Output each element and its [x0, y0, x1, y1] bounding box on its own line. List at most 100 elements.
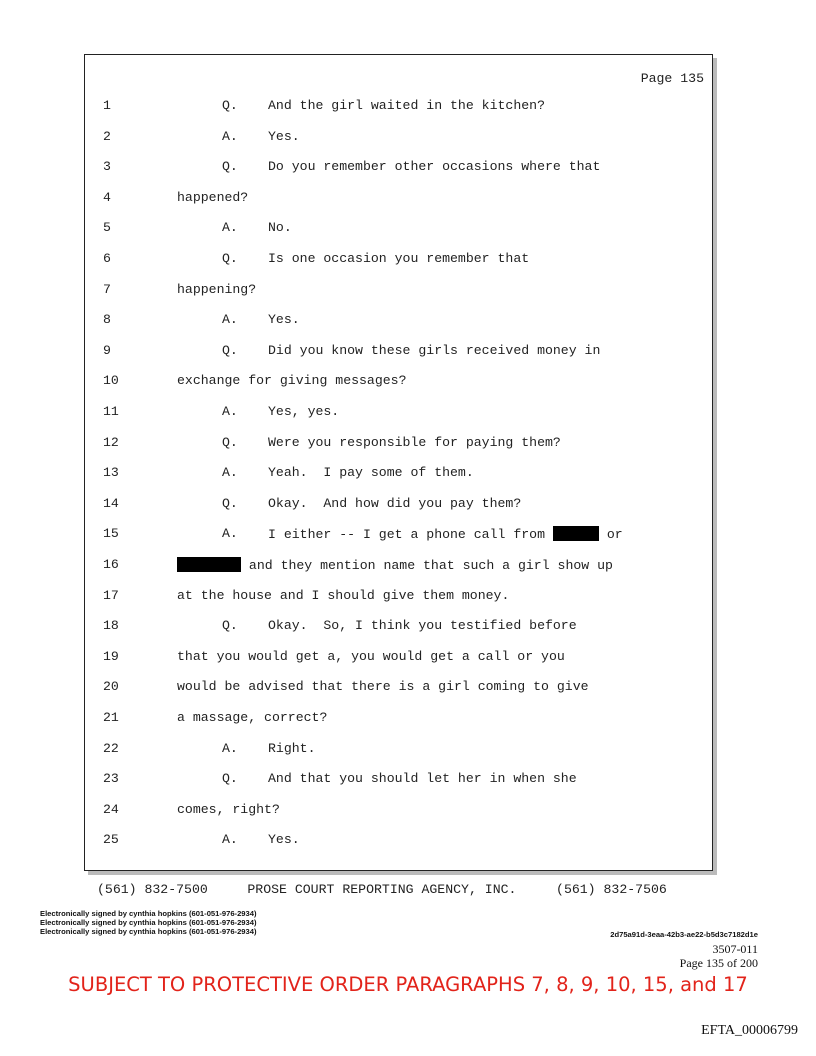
- transcript-line: 3 Q. Do you remember other occasions where…: [85, 159, 705, 179]
- doc-ref: 3507-011: [712, 942, 758, 956]
- line-text: happened?: [177, 190, 248, 205]
- line-text: Okay. And how did you pay them?: [268, 496, 521, 511]
- line-text: happening?: [177, 282, 256, 297]
- line-text: a massage, correct?: [177, 710, 327, 725]
- transcript-line: 18 Q. Okay. So, I think you testified befo…: [85, 618, 705, 638]
- line-text: Okay. So, I think you testified before: [268, 618, 577, 633]
- speaker-label: A.: [222, 832, 238, 848]
- speaker-label: Q.: [222, 98, 238, 113]
- text-segment: would be advised that there is a girl co…: [177, 679, 589, 695]
- line-number: 22: [103, 740, 119, 756]
- line-text: at the house and I should give them mone…: [177, 588, 509, 603]
- text-segment: Yes.: [268, 832, 300, 848]
- reporter-footer: (561) 832-7500 PROSE COURT REPORTING AGE…: [97, 882, 667, 897]
- transcript-line: 10 exchange for giving messages?: [85, 373, 705, 393]
- speaker-label: Q.: [222, 434, 238, 450]
- speaker-label: A.: [222, 526, 238, 542]
- transcript-line: 22 A. Right.: [85, 741, 705, 761]
- text-segment: a massage, correct?: [177, 710, 328, 725]
- line-number: 8: [103, 312, 111, 328]
- text-segment: And that you should let her in when she: [268, 771, 577, 787]
- line-number: 4: [103, 189, 111, 205]
- transcript-line: 20 would be advised that there is a girl …: [85, 679, 705, 699]
- line-text: No.: [268, 220, 292, 235]
- page-label: Page 135: [640, 71, 704, 86]
- text-segment: Okay. And how did you pay them?: [268, 495, 522, 511]
- text-segment: and they mention name that such a girl s…: [241, 558, 613, 573]
- line-text: and they mention name that such a girl s…: [177, 557, 613, 573]
- redaction-block: [177, 557, 241, 572]
- line-number: 10: [103, 373, 119, 389]
- text-segment: that you would get a, you would get a ca…: [177, 648, 565, 664]
- agency-name: PROSE COURT REPORTING AGENCY, INC.: [247, 882, 517, 897]
- transcript-line: 2 A. Yes.: [85, 129, 705, 149]
- transcript-line: 23 Q. And that you should let her in when …: [85, 771, 705, 791]
- bates-number: EFTA_00006799: [701, 1023, 798, 1038]
- text-segment: No.: [268, 220, 292, 236]
- line-text: Do you remember other occasions where th…: [268, 159, 600, 174]
- speaker-label: Q.: [222, 495, 238, 511]
- line-number: 14: [103, 495, 119, 511]
- speaker-label: A.: [222, 740, 238, 756]
- line-number: 16: [103, 557, 119, 572]
- line-text: Yes.: [268, 832, 300, 847]
- transcript-line: 1 Q. And the girl waited in the kitchen?: [85, 98, 705, 118]
- line-number: 20: [103, 679, 119, 695]
- speaker-label: Q.: [222, 771, 238, 787]
- line-text: And the girl waited in the kitchen?: [268, 98, 545, 113]
- line-number: 3: [103, 159, 111, 175]
- line-text: comes, right?: [177, 802, 280, 817]
- text-segment: Do you remember other occasions where th…: [268, 159, 601, 175]
- line-text: Right.: [268, 741, 315, 756]
- phone-right: (561) 832-7506: [556, 882, 667, 897]
- line-number: 23: [103, 771, 119, 787]
- text-segment: Yeah. I pay some of them.: [268, 465, 474, 481]
- line-number: 2: [103, 128, 111, 144]
- line-text: Yes.: [268, 129, 300, 144]
- text-segment: at the house and I should give them mone…: [177, 587, 510, 603]
- text-segment: Did you know these girls received money …: [268, 342, 601, 358]
- line-text: I either -- I get a phone call from or: [268, 526, 623, 542]
- text-segment: And the girl waited in the kitchen?: [268, 98, 545, 113]
- line-number: 18: [103, 618, 119, 634]
- line-text: Yes.: [268, 312, 300, 327]
- line-text: that you would get a, you would get a ca…: [177, 649, 565, 664]
- signature-line: Electronically signed by cynthia hopkins…: [40, 927, 257, 936]
- line-text: exchange for giving messages?: [177, 373, 407, 388]
- text-segment: happening?: [177, 281, 257, 297]
- speaker-label: Q.: [222, 342, 238, 358]
- signature-line: Electronically signed by cynthia hopkins…: [40, 909, 257, 918]
- text-segment: Is one occasion you remember that: [268, 251, 530, 266]
- transcript-line: 9 Q. Did you know these girls received mon…: [85, 343, 705, 363]
- line-number: 9: [103, 342, 111, 358]
- speaker-label: Q.: [222, 618, 238, 634]
- text-segment: Okay. So, I think you testified before: [268, 618, 577, 634]
- speaker-label: A.: [222, 128, 238, 144]
- text-segment: or: [598, 527, 623, 543]
- transcript-line: 14 Q. Okay. And how did you pay them?: [85, 496, 705, 516]
- line-number: 12: [103, 434, 119, 450]
- line-text: Yes, yes.: [268, 404, 339, 419]
- line-number: 1: [103, 98, 111, 113]
- text-segment: Yes.: [268, 128, 300, 144]
- speaker-label: A.: [222, 465, 238, 481]
- transcript-line: 16 and they mention name that such a gir…: [85, 557, 705, 577]
- page-of: Page 135 of 200: [679, 956, 758, 970]
- line-text: Yeah. I pay some of them.: [268, 465, 474, 480]
- text-segment: I either -- I get a phone call from: [268, 527, 553, 543]
- line-number: 5: [103, 220, 111, 236]
- text-segment: Right.: [268, 740, 316, 756]
- speaker-label: Q.: [222, 159, 238, 175]
